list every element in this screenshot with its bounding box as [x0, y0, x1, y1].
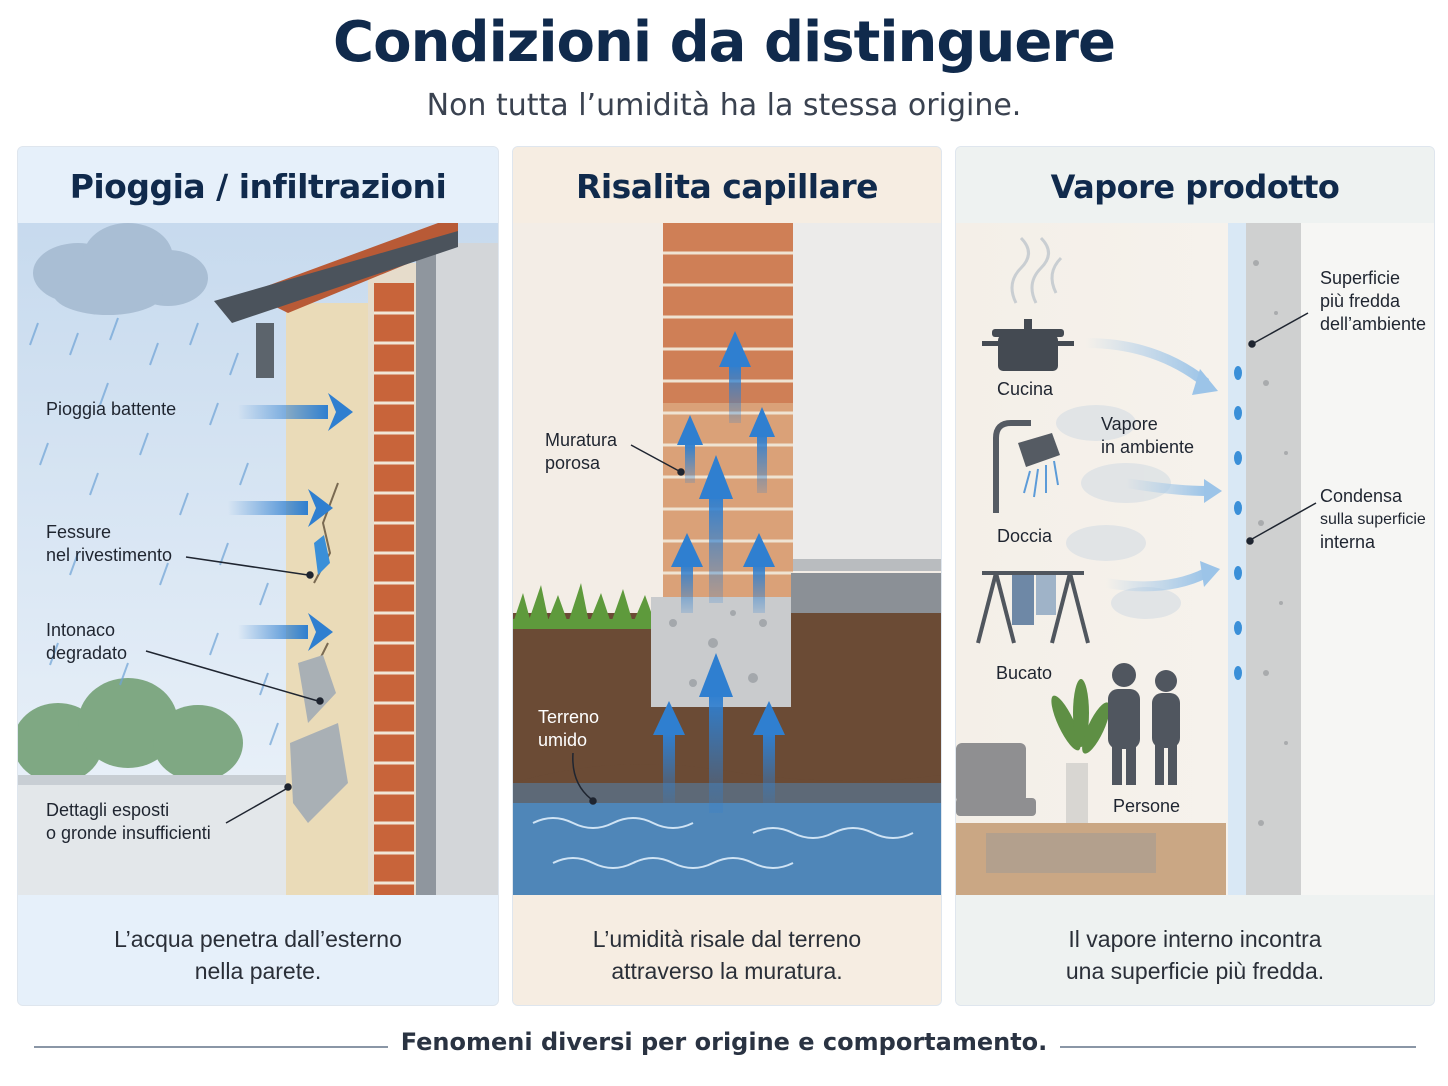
label-laundry: Bucato [996, 663, 1053, 683]
page-title: Condizioni da distinguere [333, 10, 1116, 75]
label-people: Persone [1113, 796, 1181, 816]
rain-illustration [18, 223, 498, 895]
panel-rain: Pioggia / infiltrazioni [17, 146, 499, 1006]
panel-capillary: Risalita capillare [512, 146, 942, 1006]
footer-divider-left [34, 1046, 388, 1048]
label-rain: Pioggia battente [46, 399, 177, 419]
capillary-illustration [513, 223, 941, 895]
drying-rack-icon [976, 571, 1090, 644]
plant-icon [1051, 679, 1110, 823]
people-icon [1108, 663, 1180, 785]
label-kitchen: Cucina [997, 379, 1054, 399]
panel-title: Pioggia / infiltrazioni [18, 147, 498, 223]
vapour-illustration [956, 223, 1434, 895]
page-subtitle: Non tutta l’umidità ha la stessa origine… [426, 88, 1022, 123]
footer-divider-right [1060, 1046, 1416, 1048]
panel-title: Risalita capillare [513, 147, 941, 223]
shower-icon [993, 420, 1060, 513]
panel-title: Vapore prodotto all’interno [956, 147, 1434, 286]
rain-cloud-icon [33, 223, 208, 315]
gutter-icon [214, 231, 458, 378]
sofa-icon [956, 743, 1036, 816]
pot-icon [982, 319, 1074, 371]
footer-note: Fenomeni diversi per origine e comportam… [400, 1028, 1048, 1056]
label-shower: Doccia [997, 526, 1053, 546]
panel-vapour: Vapore prodotto all’interno [955, 146, 1435, 1006]
